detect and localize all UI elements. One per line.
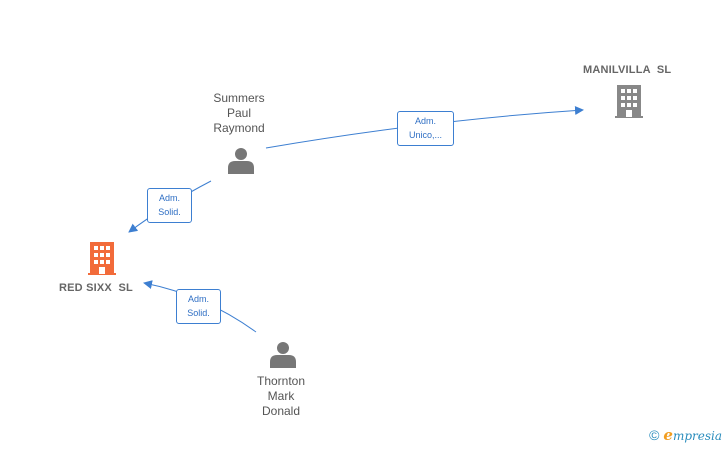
building-icon[interactable] [88,242,116,275]
company-name-red-sixx[interactable]: RED SIXX SL [59,282,133,294]
empresia-logo-e: e [663,426,673,444]
empresia-watermark: ©empresia [649,426,722,444]
person-icon[interactable] [228,148,254,174]
person-name-thornton[interactable]: Thornton Mark Donald [256,374,306,418]
person-name-summers[interactable]: Summers Paul Raymond [213,91,265,135]
edge-label-adm-solid-summers[interactable]: Adm. Solid. [147,188,192,223]
building-icon[interactable] [615,85,643,118]
edge-label-adm-unico[interactable]: Adm. Unico,... [397,111,454,146]
edge-label-adm-solid-thornton[interactable]: Adm. Solid. [176,289,221,324]
company-name-manilvilla[interactable]: MANILVILLA SL [583,64,672,76]
copyright-icon: © [649,427,660,443]
empresia-logo-text: mpresia [672,429,722,443]
person-icon[interactable] [270,342,296,368]
